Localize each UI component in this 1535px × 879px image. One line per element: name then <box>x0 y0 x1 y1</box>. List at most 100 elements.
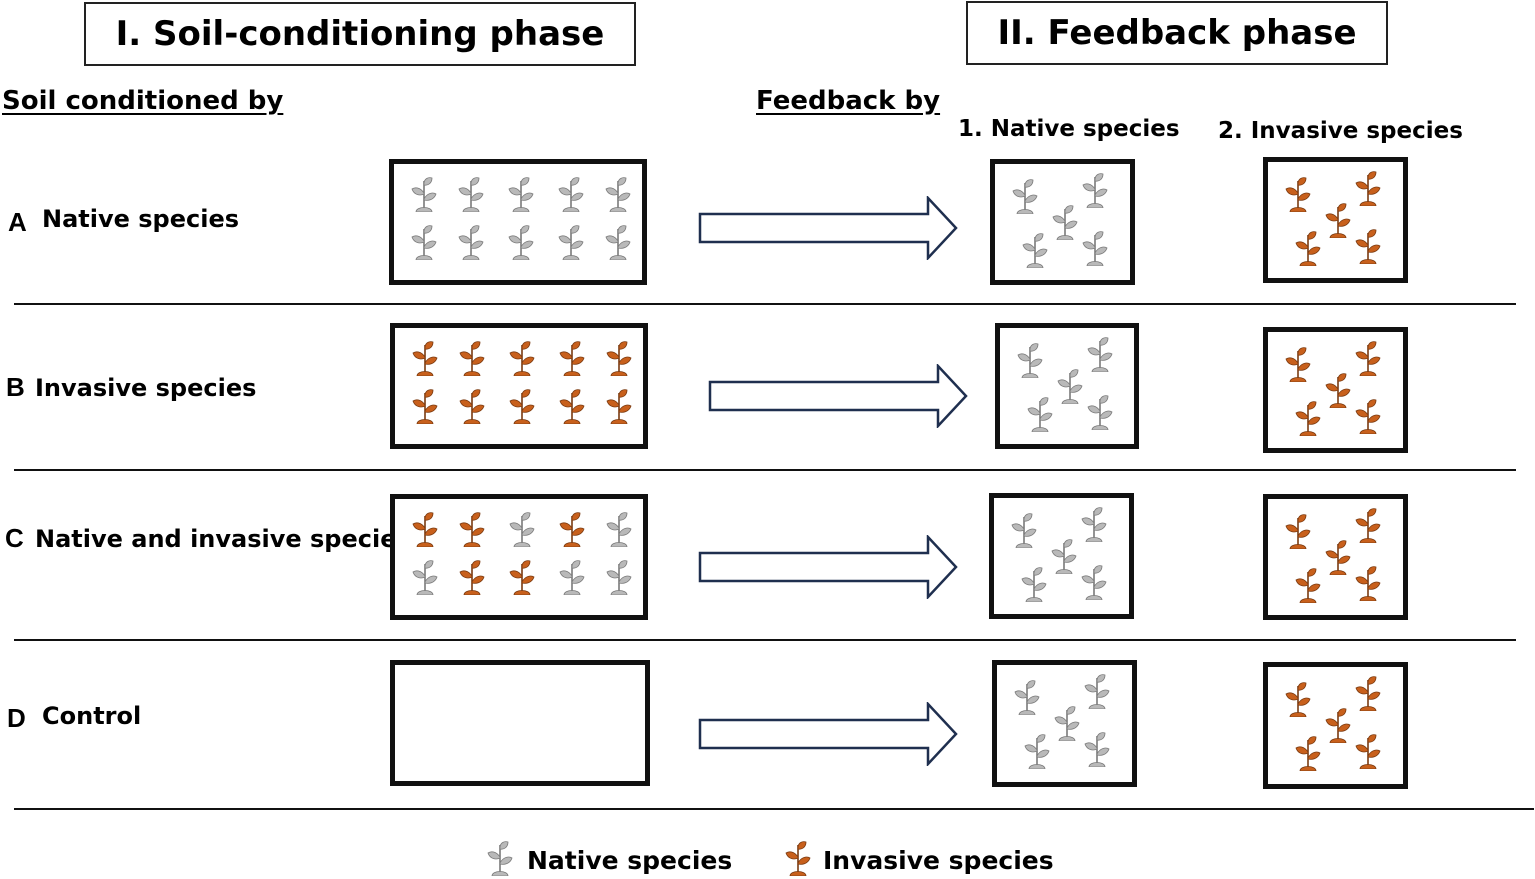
invasive-plant-icon <box>1354 398 1382 435</box>
invasive-plant-icon <box>1284 681 1312 718</box>
invasive-plant-icon <box>508 340 536 377</box>
row-d-letter: D <box>7 703 26 733</box>
native-plant-icon <box>604 224 632 261</box>
native-plant-icon <box>1010 512 1038 549</box>
invasive-plant-icon <box>1324 707 1352 744</box>
native-plant-icon <box>1020 566 1048 603</box>
invasive-plant-icon <box>558 511 586 548</box>
native-plant-icon <box>1026 396 1054 433</box>
native-plant-icon <box>557 224 585 261</box>
native-plant-icon <box>605 559 633 596</box>
invasive-plant-icon <box>1354 228 1382 265</box>
native-plant-icon <box>1086 336 1114 373</box>
soil-conditioned-by-label: Soil conditioned by <box>2 86 284 116</box>
native-plant-icon <box>1086 394 1114 431</box>
legend-invasive-plant-icon <box>784 840 812 877</box>
native-plant-icon <box>410 224 438 261</box>
invasive-plant-icon <box>411 511 439 548</box>
native-plant-icon <box>1011 178 1039 215</box>
invasive-plant-icon <box>411 340 439 377</box>
invasive-plant-icon <box>605 340 633 377</box>
native-plant-icon <box>507 176 535 213</box>
native-plant-icon <box>1083 731 1111 768</box>
native-plant-icon <box>1023 733 1051 770</box>
column-header-native: 1. Native species <box>958 116 1180 142</box>
phase2-header-box: II. Feedback phase <box>966 1 1388 65</box>
native-plant-icon <box>1081 230 1109 267</box>
row-c-letter: C <box>5 523 24 553</box>
invasive-plant-icon <box>508 388 536 425</box>
invasive-plant-icon <box>1294 230 1322 267</box>
invasive-plant-icon <box>1354 733 1382 770</box>
phase1-title: I. Soil-conditioning phase <box>115 14 605 54</box>
native-plant-icon <box>558 559 586 596</box>
invasive-plant-icon <box>1294 400 1322 437</box>
invasive-plant-icon <box>605 388 633 425</box>
native-plant-icon <box>1080 564 1108 601</box>
row-b-feedback-invasive-pot <box>1263 327 1408 453</box>
row-b-arrow <box>708 364 968 428</box>
native-plant-icon <box>508 511 536 548</box>
invasive-plant-icon <box>558 340 586 377</box>
invasive-plant-icon <box>1324 539 1352 576</box>
row-d-feedback-native-pot <box>992 660 1137 787</box>
row-b-conditioning-pot <box>390 323 648 449</box>
arrow-shape <box>698 196 958 260</box>
native-plant-icon <box>457 224 485 261</box>
column-header-invasive: 2. Invasive species <box>1218 118 1463 144</box>
native-plant-icon <box>1013 679 1041 716</box>
invasive-plant-icon <box>458 511 486 548</box>
native-plant-icon <box>410 176 438 213</box>
row-b-label: Invasive species <box>35 374 257 402</box>
row-c-conditioning-pot <box>390 494 648 620</box>
invasive-plant-icon <box>458 388 486 425</box>
row-a-feedback-native-pot <box>990 159 1135 285</box>
row-d-arrow <box>698 702 958 766</box>
native-plant-icon <box>605 511 633 548</box>
native-plant-icon <box>1080 506 1108 543</box>
native-plant-icon <box>457 176 485 213</box>
invasive-plant-icon <box>1354 507 1382 544</box>
row-c-label: Native and invasive species <box>35 525 411 553</box>
invasive-plant-icon <box>1284 176 1312 213</box>
invasive-plant-icon <box>1294 567 1322 604</box>
row-a-letter: A <box>8 207 27 237</box>
invasive-plant-icon <box>1354 675 1382 712</box>
feedback-by-label: Feedback by <box>756 86 941 116</box>
row-c-arrow <box>698 535 958 599</box>
row-d-conditioning-pot <box>390 660 650 786</box>
row-a-arrow <box>698 196 958 260</box>
native-plant-icon <box>1083 673 1111 710</box>
native-plant-icon <box>1050 538 1078 575</box>
native-plant-icon <box>411 559 439 596</box>
arrow-shape <box>698 535 958 599</box>
invasive-plant-icon <box>411 388 439 425</box>
invasive-plant-icon <box>1324 372 1352 409</box>
row-b-letter: B <box>6 372 25 402</box>
invasive-plant-icon <box>458 559 486 596</box>
phase1-header-box: I. Soil-conditioning phase <box>84 2 636 66</box>
invasive-plant-icon <box>508 559 536 596</box>
invasive-plant-icon <box>558 388 586 425</box>
invasive-plant-icon <box>1284 346 1312 383</box>
legend-invasive-label: Invasive species <box>823 846 1054 875</box>
arrow-shape <box>708 364 968 428</box>
native-plant-icon <box>604 176 632 213</box>
legend-native-label: Native species <box>527 846 733 875</box>
native-plant-icon <box>1021 232 1049 269</box>
native-plant-icon <box>1051 204 1079 241</box>
native-plant-icon <box>1056 368 1084 405</box>
row-divider-2 <box>14 469 1516 471</box>
invasive-plant-icon <box>1324 202 1352 239</box>
row-d-feedback-invasive-pot <box>1263 662 1408 789</box>
invasive-plant-icon <box>1354 170 1382 207</box>
native-plant-icon <box>1081 172 1109 209</box>
row-divider-1 <box>14 303 1516 305</box>
legend-native-plant-icon <box>486 840 514 877</box>
native-plant-icon <box>507 224 535 261</box>
row-a-conditioning-pot <box>389 159 647 285</box>
row-d-label: Control <box>42 702 142 730</box>
invasive-plant-icon <box>1284 513 1312 550</box>
invasive-plant-icon <box>1294 735 1322 772</box>
invasive-plant-icon <box>458 340 486 377</box>
